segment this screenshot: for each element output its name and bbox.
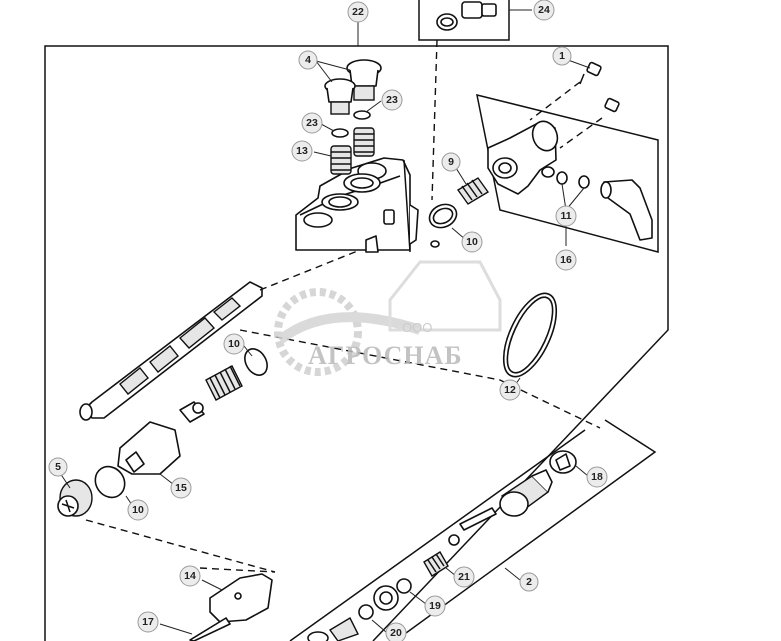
svg-text:15: 15 <box>175 482 187 494</box>
svg-text:4: 4 <box>305 54 311 66</box>
callout-1: 1 <box>552 46 572 66</box>
svg-text:13: 13 <box>296 145 308 157</box>
svg-text:16: 16 <box>560 254 572 266</box>
part-10-middle-oring <box>243 345 268 376</box>
part-2-subassembly <box>289 419 657 641</box>
valve-housing <box>295 157 440 253</box>
callout-10-lower: 10 <box>127 499 149 521</box>
callout-23-right: 23 <box>381 89 403 111</box>
callout-12: 12 <box>499 379 521 401</box>
callout-20: 20 <box>385 622 407 641</box>
part-17-rod <box>159 617 231 641</box>
callout-23-left: 23 <box>301 112 323 134</box>
svg-text:21: 21 <box>458 571 470 583</box>
part-15-end-cap <box>117 421 181 489</box>
callout-22: 22 <box>347 1 369 23</box>
svg-text:20: 20 <box>390 627 402 639</box>
watermark-logo: ООО АГРОСНАБ <box>274 260 502 376</box>
svg-text:24: 24 <box>538 4 550 16</box>
spool-spring <box>179 365 243 423</box>
assembly-frame <box>44 22 669 641</box>
spool <box>79 281 263 421</box>
part-5-plug <box>57 469 93 517</box>
callout-19: 19 <box>424 595 446 617</box>
callout-9: 9 <box>441 152 461 172</box>
part-23-orings <box>320 100 382 138</box>
callout-24: 24 <box>533 0 555 21</box>
callout-13: 13 <box>291 140 313 162</box>
svg-text:19: 19 <box>429 600 441 612</box>
watermark-prefix: ООО <box>402 320 432 335</box>
svg-text:23: 23 <box>306 117 318 129</box>
svg-text:5: 5 <box>55 461 61 473</box>
part-9-spring <box>455 167 490 205</box>
svg-text:10: 10 <box>466 236 478 248</box>
part-14-cover <box>199 567 276 623</box>
svg-text:17: 17 <box>142 616 154 628</box>
callout-17: 17 <box>137 611 159 633</box>
dashed-guides <box>85 249 601 573</box>
svg-text:23: 23 <box>386 94 398 106</box>
svg-text:11: 11 <box>560 210 571 222</box>
callout-16: 16 <box>555 249 577 271</box>
part-12-large-oring <box>502 292 558 389</box>
part-13-springs <box>313 127 375 175</box>
callout-21: 21 <box>453 566 475 588</box>
svg-text:2: 2 <box>526 576 532 588</box>
part-16-subassembly <box>476 59 659 253</box>
callout-10-middle: 10 <box>223 333 245 355</box>
callout-18: 18 <box>586 466 608 488</box>
svg-text:22: 22 <box>352 6 364 18</box>
callout-2: 2 <box>519 572 539 592</box>
part-4-valve-caps <box>315 59 382 115</box>
part-10-upper-oring <box>428 203 467 241</box>
svg-text:1: 1 <box>559 50 565 62</box>
callout-4: 4 <box>298 50 318 70</box>
watermark-brand: АГРОСНАБ <box>308 341 463 370</box>
svg-text:18: 18 <box>591 471 603 483</box>
callout-11: 11 <box>555 205 577 227</box>
svg-text:14: 14 <box>184 570 196 582</box>
svg-text:10: 10 <box>132 504 144 516</box>
callout-15: 15 <box>170 477 192 499</box>
callout-5: 5 <box>48 457 68 477</box>
callout-14: 14 <box>179 565 201 587</box>
callout-10-upper: 10 <box>461 231 483 253</box>
svg-text:9: 9 <box>448 156 454 168</box>
svg-text:12: 12 <box>504 384 516 396</box>
svg-text:10: 10 <box>228 338 240 350</box>
part-24-box <box>418 0 532 201</box>
